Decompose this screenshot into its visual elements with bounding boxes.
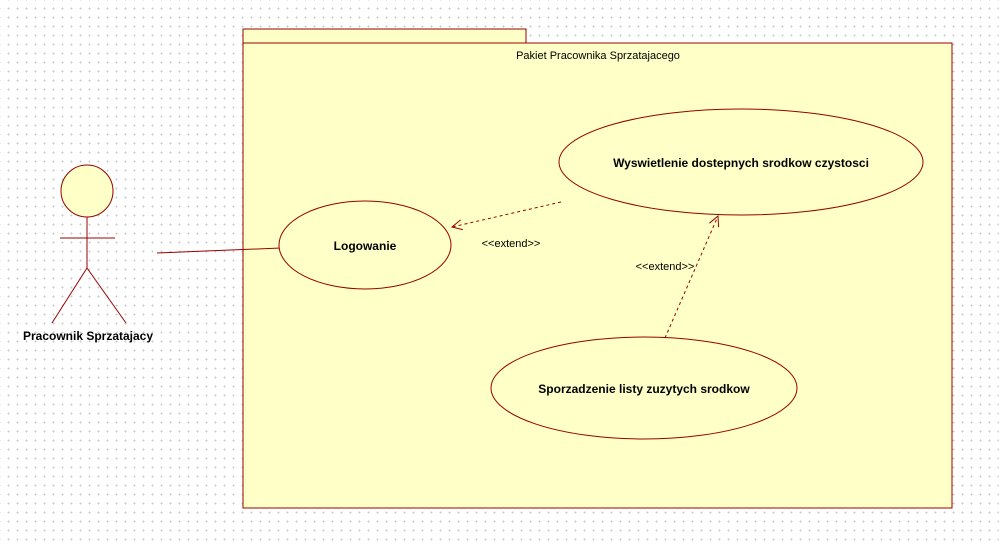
use-case-ellipse xyxy=(278,200,452,290)
use-case-wyswietlenie[interactable]: Wyswietlenie dostepnych srodkow czystosc… xyxy=(558,108,924,216)
association-line[interactable] xyxy=(156,247,282,254)
actor[interactable]: Pracownik Sprzatajacy xyxy=(23,164,153,343)
dependency-line xyxy=(452,201,562,227)
package-tab xyxy=(242,28,527,44)
use-case-sporzadzenie[interactable]: Sporzadzenie listy zuzytych srodkow xyxy=(490,336,798,440)
actor-right-leg xyxy=(86,267,127,324)
extend-relation-wyswietlenie[interactable]: <<extend>> xyxy=(636,216,718,339)
use-case-ellipse xyxy=(490,336,798,440)
use-case-label: Logowanie xyxy=(334,239,397,253)
use-case-logowanie[interactable]: Logowanie xyxy=(278,200,452,290)
use-case-label: Sporzadzenie listy zuzytych srodkow xyxy=(538,382,750,396)
use-case-label: Wyswietlenie dostepnych srodkow czystosc… xyxy=(613,156,869,170)
use-case-ellipse xyxy=(558,108,924,216)
stereotype-label: <<extend>> xyxy=(636,261,695,273)
stereotype-label: <<extend>> xyxy=(482,238,541,250)
actor-label: Pracownik Sprzatajacy xyxy=(23,329,153,343)
dependency-line xyxy=(664,216,718,339)
package-title: Pakiet Pracownika Sprzatajacego xyxy=(516,50,680,62)
actor-left-leg xyxy=(51,267,88,324)
extend-relation-logowanie[interactable]: <<extend>> xyxy=(452,201,562,250)
actor-head xyxy=(60,164,114,218)
